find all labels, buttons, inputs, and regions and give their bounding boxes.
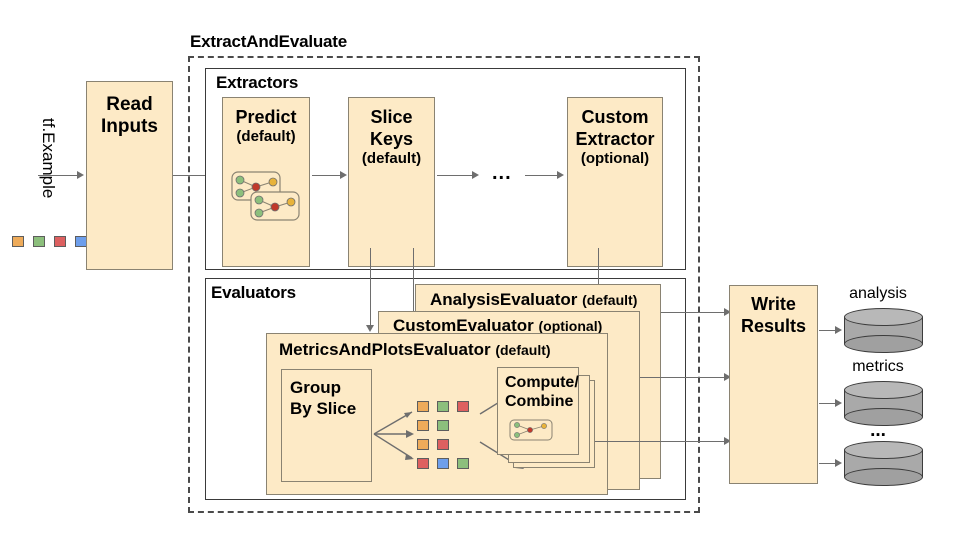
slice-chip-r3c1 [437,458,449,469]
extractor-slice-keys-box[interactable]: Slice Keys (default) [348,97,435,267]
read-inputs-box[interactable]: Read Inputs [86,81,173,270]
extractor-slice-keys-qualifier: (default) [361,150,422,167]
arrow-write-to-analysis-head [835,326,842,334]
arrow-ellipsis-to-custom-extractor-head [557,171,564,179]
extractor-custom-box[interactable]: Custom Extractor (optional) [567,97,663,267]
arrow-metrics-to-write [595,441,726,442]
output-cylinder-other[interactable] [844,441,923,486]
read-inputs-label-line2: Inputs [101,116,158,137]
output-label-analysis: analysis [849,285,907,302]
arrow-write-to-other [819,463,837,464]
arrow-analysis-to-write [661,312,726,313]
arrow-custom-to-write-head [724,373,731,381]
arrow-input-to-read [38,175,78,176]
extractor-slice-keys-label-line1: Slice [370,107,413,127]
arrow-custom-to-write [640,377,726,378]
model-graph-icon [231,171,300,221]
arrow-customextractor-to-analysisevaluator [598,248,599,290]
evaluators-title: Evaluators [211,283,296,302]
extractor-predict-qualifier: (default) [236,128,296,145]
analysis-evaluator-title: AnalysisEvaluator (default) [430,290,637,310]
extractor-custom-qualifier: (optional) [580,150,650,167]
slice-chip-r2c0 [417,439,429,450]
write-results-label-line1: Write [751,294,796,314]
cylinder-top [844,381,923,399]
read-inputs-label-line1: Read [106,94,153,115]
analysis-evaluator-qualifier: (default) [582,292,638,308]
slice-chip-r0c0 [417,401,429,412]
group-by-slice-fanout-arrows [373,411,414,460]
output-cylinder-analysis[interactable] [844,308,923,353]
slice-chip-r0c2 [457,401,469,412]
group-by-slice-label-line2: By Slice [290,399,357,418]
cylinder-bottom [844,335,923,353]
extractors-ellipsis: ... [492,162,512,184]
metrics-and-plots-evaluator-title: MetricsAndPlotsEvaluator (default) [279,340,551,360]
arrow-write-to-metrics-head [835,399,842,407]
output-label-metrics: metrics [852,358,904,375]
metrics-graph-icon [509,419,553,441]
group-by-slice-box[interactable]: Group By Slice [281,369,372,482]
output-label-ellipsis: ... [870,420,886,441]
arrow-slicekeys-to-customevaluator-head [366,325,374,332]
slice-chip-r3c2 [457,458,469,469]
slice-chip-r1c1 [437,420,449,431]
arrow-write-to-other-head [835,459,842,467]
extractor-predict-box[interactable]: Predict (default) [222,97,310,267]
compute-combine-label-line1: Compute/ [505,374,579,391]
arrow-write-to-metrics [819,403,837,404]
analysis-evaluator-name: AnalysisEvaluator [430,290,578,309]
output-cylinder-metrics[interactable] [844,381,923,426]
cylinder-top [844,441,923,459]
arrow-slicekeys-to-metricsevaluator [413,248,414,326]
cylinder-bottom [844,408,923,426]
arrow-slicekeys-to-ellipsis [437,175,473,176]
compute-combine-label-line2: Combine [505,393,574,410]
arrow-predict-to-slicekeys-head [340,171,347,179]
arrow-predict-to-slicekeys [312,175,341,176]
arrow-slicekeys-to-customevaluator [370,248,371,326]
cylinder-top [844,308,923,326]
slice-chip-r3c0 [417,458,429,469]
arrow-read-to-predict [173,175,213,176]
arrow-slicekeys-to-ellipsis-head [472,171,479,179]
cylinder-bottom [844,468,923,486]
arrow-analysis-to-write-head [724,308,731,316]
group-by-slice-label-line1: Group [290,378,341,397]
slice-chip-r2c1 [437,439,449,450]
arrow-ellipsis-to-custom-extractor [525,175,558,176]
slice-chip-r1c0 [417,420,429,431]
extractor-custom-label-line2: Extractor [575,129,655,149]
write-results-box[interactable]: Write Results [729,285,818,484]
extractor-custom-label-line1: Custom [581,107,649,127]
write-results-label-line2: Results [740,316,807,336]
arrow-write-to-analysis [819,330,837,331]
compute-combine-box[interactable]: Compute/ Combine [497,367,579,455]
custom-evaluator-qualifier: (optional) [538,318,603,334]
extract-and-evaluate-title: ExtractAndEvaluate [190,32,348,51]
extractor-slice-keys-label-line2: Keys [369,129,414,149]
arrow-metrics-to-write-head [724,437,731,445]
extractor-predict-label: Predict [235,107,297,127]
extract-and-evaluate-container [188,56,700,513]
input-chip-green [33,236,45,247]
custom-evaluator-title: CustomEvaluator (optional) [393,316,602,336]
arrow-input-to-read-head [77,171,84,179]
metrics-and-plots-evaluator-qualifier: (default) [495,342,551,358]
extractors-title: Extractors [216,73,299,92]
input-stream-label: tf.Example [39,118,58,199]
slice-chip-r0c1 [437,401,449,412]
custom-evaluator-name: CustomEvaluator [393,316,534,335]
metrics-and-plots-evaluator-name: MetricsAndPlotsEvaluator [279,340,491,359]
input-chip-orange [12,236,24,247]
input-chip-red [54,236,66,247]
